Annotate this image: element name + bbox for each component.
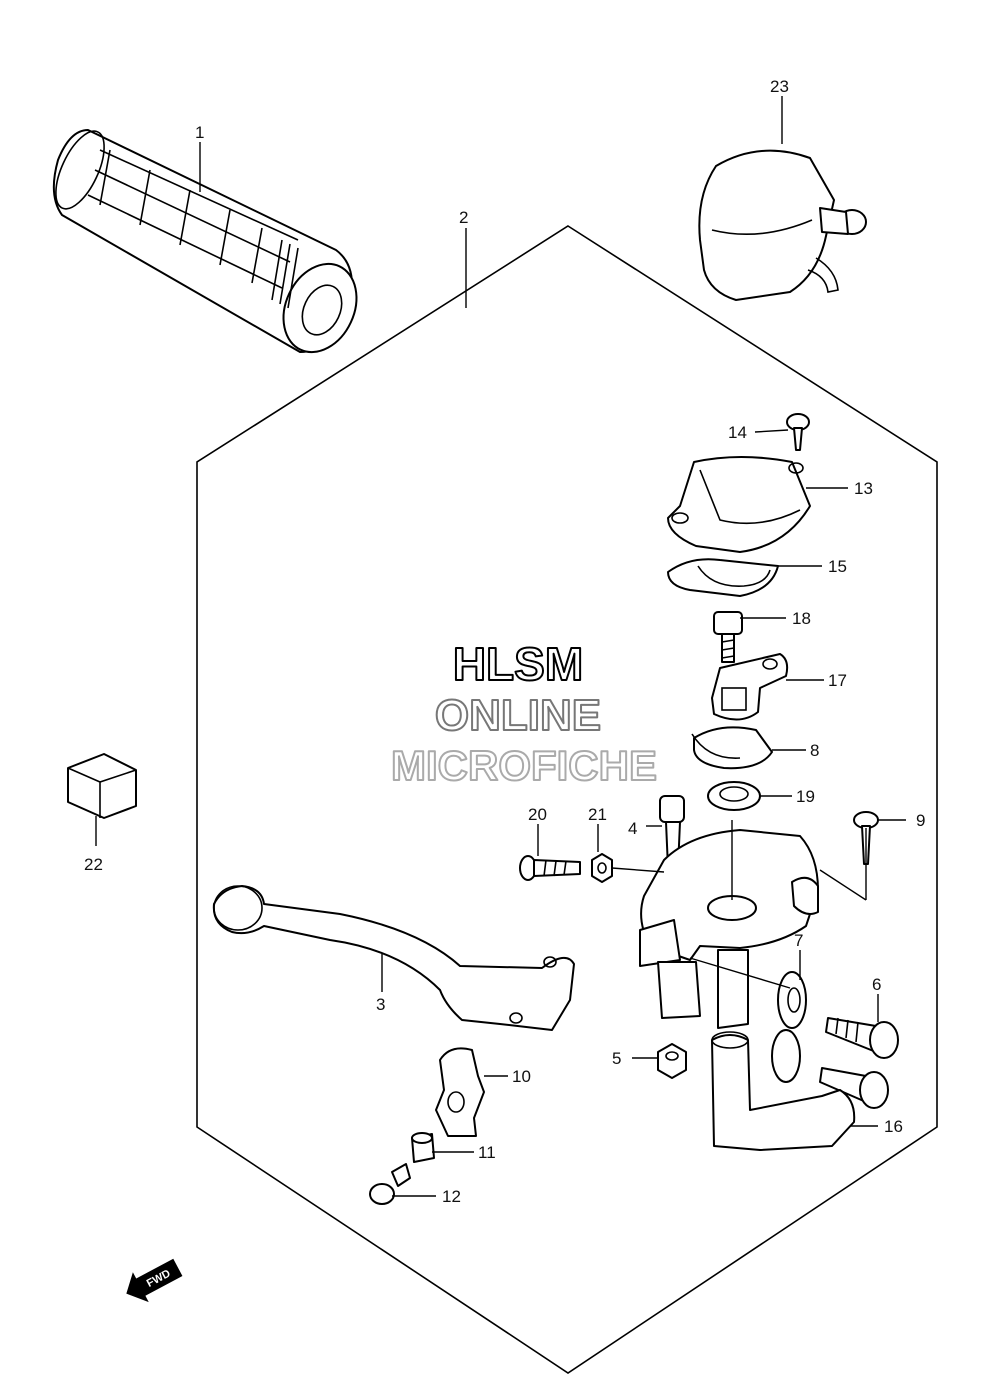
grip-part[interactable] xyxy=(46,124,370,364)
callout-7: 7 xyxy=(794,931,803,950)
screw-part[interactable] xyxy=(519,855,581,881)
callout-5: 5 xyxy=(612,1049,621,1068)
callout-21: 21 xyxy=(588,805,607,824)
callout-14: 14 xyxy=(728,423,747,442)
bolt-part[interactable] xyxy=(713,611,743,663)
switch-cover-part[interactable] xyxy=(698,149,867,301)
callout-4: 4 xyxy=(628,819,637,838)
assembly-boundary xyxy=(196,225,938,1374)
cover-screw-part[interactable] xyxy=(786,413,810,451)
nut-part[interactable] xyxy=(591,853,613,883)
callout-3: 3 xyxy=(376,995,385,1014)
watermark-line-1: HLSM xyxy=(453,638,583,690)
callout-22: 22 xyxy=(84,855,103,874)
callout-8: 8 xyxy=(810,741,819,760)
leader-lines xyxy=(95,96,906,1197)
callout-15: 15 xyxy=(828,557,847,576)
callout-13: 13 xyxy=(854,479,873,498)
diaphragm-plate-part[interactable] xyxy=(711,653,789,721)
clamp-part[interactable] xyxy=(435,1047,485,1137)
watermark-line-2: ONLINE xyxy=(435,691,601,740)
callout-18: 18 xyxy=(792,609,811,628)
lever-nut-part[interactable] xyxy=(657,1043,687,1079)
star-washer-part[interactable] xyxy=(777,971,807,1029)
callout-11: 11 xyxy=(478,1143,496,1162)
callout-17: 17 xyxy=(828,671,847,690)
switch-part[interactable] xyxy=(711,1031,856,1151)
collar-part[interactable] xyxy=(411,1132,435,1163)
clamp-bolt-part[interactable] xyxy=(369,1163,411,1205)
callout-6: 6 xyxy=(872,975,881,994)
callout-9: 9 xyxy=(916,811,925,830)
watermark: HLSM ONLINE MICROFICHE xyxy=(390,637,658,790)
callout-10: 10 xyxy=(512,1067,531,1086)
fwd-arrow-icon: FWD xyxy=(126,1258,183,1303)
block-part[interactable] xyxy=(67,753,137,819)
brake-lever-part[interactable] xyxy=(212,885,575,1031)
callout-19: 19 xyxy=(796,787,815,806)
callout-12: 12 xyxy=(442,1187,461,1206)
adjuster-part[interactable] xyxy=(825,1017,899,1059)
callout-1: 1 xyxy=(195,123,204,142)
ring-part[interactable] xyxy=(691,726,773,770)
callout-20: 20 xyxy=(528,805,547,824)
washer-part[interactable] xyxy=(707,781,761,811)
callout-16: 16 xyxy=(884,1117,903,1136)
adjuster-lower-part[interactable] xyxy=(771,1029,889,1109)
callout-labels: 1 2 3 4 5 6 7 8 9 10 11 12 13 14 15 16 1… xyxy=(84,77,925,1206)
callout-2: 2 xyxy=(459,208,468,227)
watermark-line-3: MICROFICHE xyxy=(391,742,657,789)
reservoir-cover-part[interactable] xyxy=(667,456,811,553)
gasket-part[interactable] xyxy=(667,558,779,597)
callout-23: 23 xyxy=(770,77,789,96)
master-cylinder-body[interactable] xyxy=(639,829,819,1029)
